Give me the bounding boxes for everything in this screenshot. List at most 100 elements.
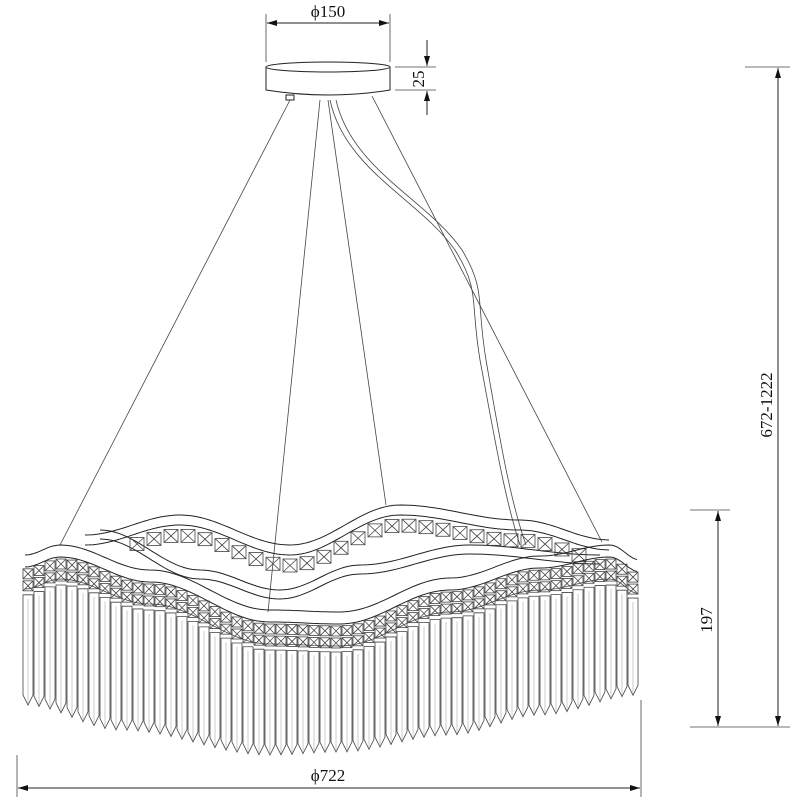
crystal-bead-facet <box>352 623 364 635</box>
crystal-bead <box>462 589 474 601</box>
crystal-bead <box>385 610 397 622</box>
crystal-prism <box>385 636 397 746</box>
crystal-bead-facet <box>209 606 221 617</box>
crystal-bead <box>187 594 199 606</box>
crystal-bead <box>44 572 56 584</box>
crystal-bead-facet <box>495 590 507 601</box>
back-crystal <box>248 552 264 566</box>
crystal-prism <box>506 600 518 721</box>
back-crystal-facet <box>333 540 349 555</box>
crystal-prism <box>594 585 606 703</box>
crystal-bead-facet <box>165 586 177 598</box>
crystal-prism <box>264 649 276 756</box>
crystal-bead-facet <box>616 563 628 575</box>
back-crystal <box>384 519 400 533</box>
crystal-bead <box>352 635 364 647</box>
back-crystal-facet <box>299 556 315 570</box>
crystal-bead <box>374 615 386 627</box>
back-crystal <box>333 540 349 555</box>
crystal-bead <box>77 562 89 574</box>
crystal-bead-facet <box>66 571 78 583</box>
crystal-bead-facet <box>297 624 309 636</box>
crystal-bead <box>286 624 298 635</box>
crystal-bead-facet <box>605 570 617 582</box>
crystal-bead <box>385 622 397 634</box>
back-crystal-facet <box>248 552 264 566</box>
dimension-body-height: 197 <box>690 509 730 726</box>
crystal-bead <box>495 578 507 590</box>
crystal-prism <box>583 586 595 707</box>
crystal-bead <box>154 584 166 596</box>
crystal-bead <box>616 575 628 587</box>
crystal-bead-facet <box>418 596 430 607</box>
crystal-bead-facet <box>473 598 485 610</box>
crystal-bead-facet <box>110 587 122 599</box>
crystal-bead-facet <box>583 572 595 584</box>
back-crystal-facet <box>469 529 485 544</box>
crystal-bead-facet <box>572 563 584 575</box>
crystal-bead <box>242 620 254 632</box>
crystal-bead <box>264 623 276 635</box>
back-crystal-facet <box>520 534 536 548</box>
crystal-prism <box>484 608 496 728</box>
crystal-bead-facet <box>132 594 144 606</box>
back-crystal-facet <box>180 529 196 543</box>
crystal-bead <box>220 623 232 635</box>
back-crystal-facet <box>129 537 145 551</box>
back-crystal <box>163 529 179 543</box>
crystal-bead <box>550 580 562 592</box>
dimension-total-height: 672-1222 <box>690 66 790 728</box>
crystal-bead-facet <box>517 571 529 583</box>
crystal-bead-facet <box>231 616 243 628</box>
crystal-prism <box>220 637 232 751</box>
crystal-bead-facet <box>539 581 551 593</box>
crystal-bead <box>517 571 529 583</box>
crystal-bead-facet <box>286 624 298 635</box>
crystal-bead-facet <box>506 586 518 598</box>
crystal-bead <box>33 565 45 576</box>
crystal-bead <box>605 558 617 570</box>
crystal-bead <box>231 616 243 628</box>
back-crystal-facet <box>197 532 213 546</box>
back-crystal-facet <box>537 537 553 551</box>
crystal-bead <box>594 559 606 570</box>
crystal-bead-facet <box>605 558 617 570</box>
back-crystal <box>520 533 536 548</box>
crystal-bead-facet <box>319 637 331 649</box>
crystal-bead-facet <box>341 637 353 648</box>
back-crystal <box>146 532 162 546</box>
back-crystal <box>554 542 570 557</box>
crystal-bead <box>341 637 353 649</box>
crystal-bead-facet <box>88 566 100 578</box>
crystal-bead <box>121 591 133 603</box>
crystal-bead-facet <box>275 635 287 647</box>
crystal-prism <box>352 649 364 752</box>
back-crystal <box>367 523 383 538</box>
back-crystal <box>537 537 553 551</box>
crystal-prism <box>429 619 441 737</box>
crystal-bead <box>396 605 408 617</box>
crystal-prism <box>143 609 155 734</box>
crystal-prism <box>561 592 573 713</box>
crystal-bead-facet <box>154 584 166 595</box>
crystal-bead-facet <box>198 612 210 624</box>
crystal-bead-facet <box>484 594 496 606</box>
crystal-prism <box>396 631 408 743</box>
crystal-bead-facet <box>363 632 375 643</box>
crystal-bead-facet <box>264 623 276 635</box>
crystal-bead-facet <box>22 580 34 592</box>
crystal-bead-facet <box>407 600 419 611</box>
crystal-bead-facet <box>242 632 254 644</box>
crystal-bead-facet <box>286 636 298 647</box>
crystal-bead <box>418 608 430 619</box>
crystal-bead <box>429 593 441 604</box>
crystal-bead <box>583 560 595 572</box>
crystal-bead <box>484 594 496 606</box>
crystal-prism <box>572 589 584 710</box>
crystal-bead <box>407 612 419 624</box>
crystal-bead-facet <box>352 635 364 647</box>
crystal-bead <box>308 636 320 648</box>
crystal-prism <box>165 612 177 738</box>
crystal-bead-facet <box>374 615 386 627</box>
crystal-bead <box>154 596 166 608</box>
